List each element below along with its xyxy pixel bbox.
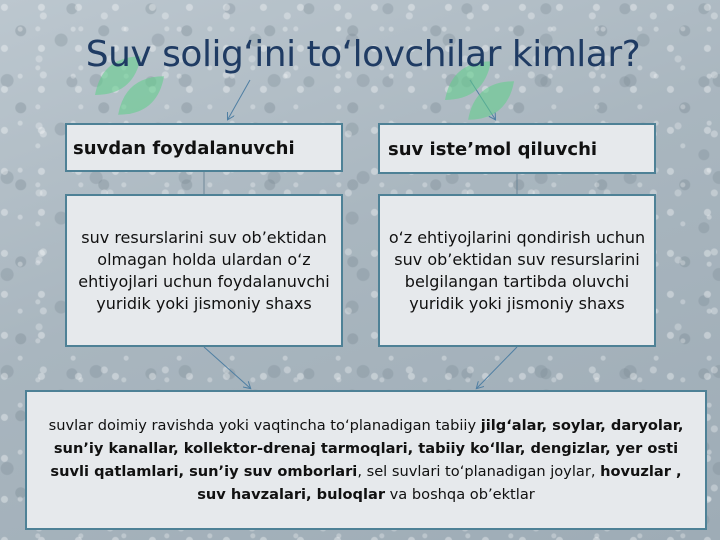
- water-objects-box: suvlar doimiy ravishda yoki vaqtincha to…: [25, 390, 707, 530]
- arrow-title-to-right-term: [469, 79, 495, 119]
- text-segment: suvlar doimiy ravishda yoki vaqtincha to…: [48, 417, 481, 434]
- text-segment: , sel suvlari to‘planadigan joylar,: [357, 463, 601, 480]
- arrow-left-def-to-bottom: [203, 346, 250, 388]
- text-segment: va boshqa ob’ektlar: [385, 486, 535, 503]
- bold-segment: jilg‘alar, soylar, daryolar, sun’iy kana…: [50, 417, 684, 480]
- definition-text-left: suv resurslarini suv ob’ektidan olmagan …: [78, 227, 330, 313]
- page-title: Suv solig‘ini to‘lovchilar kimlar?: [85, 34, 641, 75]
- definition-text-right: o‘z ehtiyojlarini qondirish uchun suv ob…: [388, 227, 646, 313]
- arrow-right-def-to-bottom: [477, 346, 518, 388]
- term-box-suv-istemol-qiluvchi: suv iste’mol qiluvchi: [378, 123, 656, 174]
- arrow-title-to-left-term: [228, 79, 251, 119]
- term-box-suvdan-foydalanuvchi: suvdan foydalanuvchi: [65, 123, 343, 172]
- definition-box-right: o‘z ehtiyojlarini qondirish uchun suv ob…: [378, 194, 656, 347]
- definition-box-left: suv resurslarini suv ob’ektidan olmagan …: [65, 194, 343, 347]
- water-objects-text: suvlar doimiy ravishda yoki vaqtincha to…: [37, 414, 695, 506]
- bold-segment: hovuzlar , suv havzalari, buloqlar: [197, 463, 682, 503]
